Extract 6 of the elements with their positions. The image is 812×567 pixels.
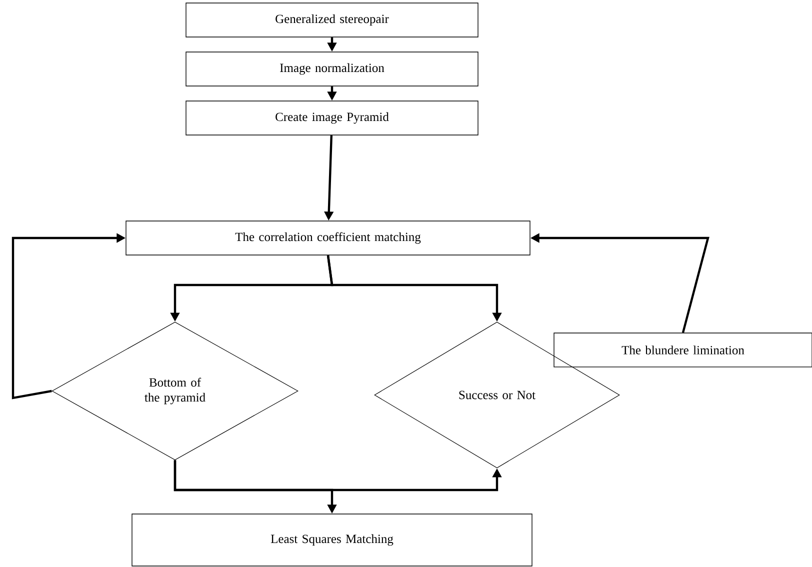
process-box: Generalized stereopair <box>186 2 478 38</box>
process-box: The correlation coefficient matching <box>126 220 530 256</box>
process-box: The blundere limination <box>554 332 812 368</box>
process-box: Create image Pyramid <box>186 100 478 136</box>
process-box: Image normalization <box>186 52 478 86</box>
process-box: Least Squares Matching <box>132 514 532 566</box>
